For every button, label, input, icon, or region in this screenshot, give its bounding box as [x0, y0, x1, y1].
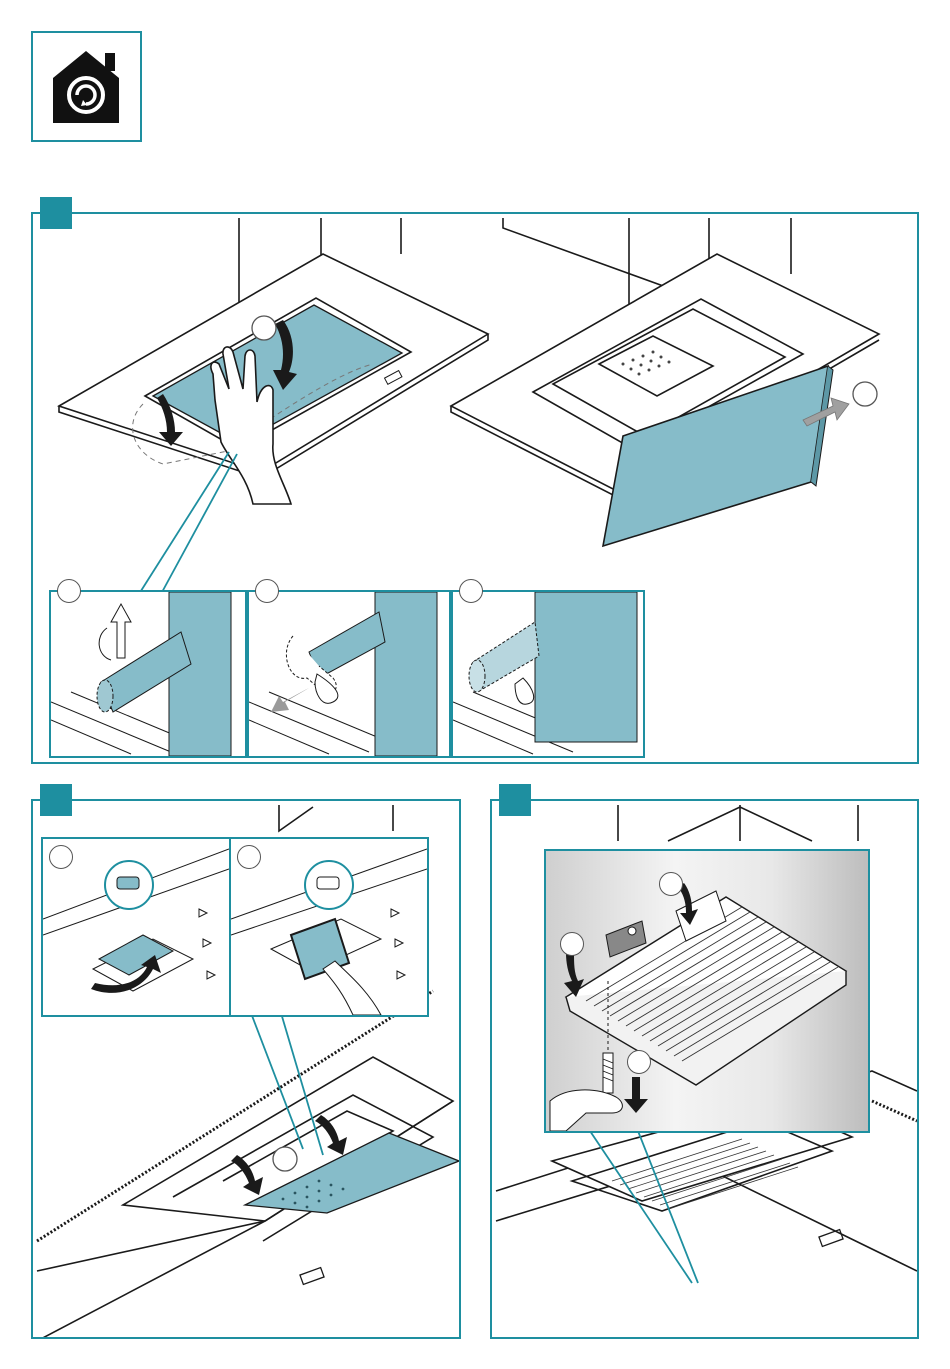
step-1-detail-3	[451, 590, 645, 758]
callout-circle	[255, 579, 279, 603]
pull-tab-icon	[117, 877, 139, 889]
step-1-tag	[40, 197, 72, 229]
callout-circle	[459, 579, 483, 603]
step-3-panel	[490, 799, 919, 1339]
step-3-detail-1	[544, 849, 870, 1133]
callout-circle	[49, 845, 73, 869]
step-2-detail-2	[229, 837, 429, 1017]
step-1-detail-1	[49, 590, 247, 758]
callout-circle	[627, 1050, 651, 1074]
step-3-tag	[499, 784, 531, 816]
header-icon-box	[31, 31, 142, 142]
step-2-panel	[31, 799, 461, 1339]
screwdriver-hand-icon	[550, 1090, 622, 1131]
callout-circle	[560, 932, 584, 956]
home-care-icon	[33, 33, 140, 140]
step-1-detail-2	[247, 590, 451, 758]
step-1-panel	[31, 212, 919, 764]
arrow-down-icon	[624, 1077, 648, 1113]
callout-circle	[57, 579, 81, 603]
callout-circle	[237, 845, 261, 869]
step-2-tag	[40, 784, 72, 816]
callout-circle	[659, 872, 683, 896]
